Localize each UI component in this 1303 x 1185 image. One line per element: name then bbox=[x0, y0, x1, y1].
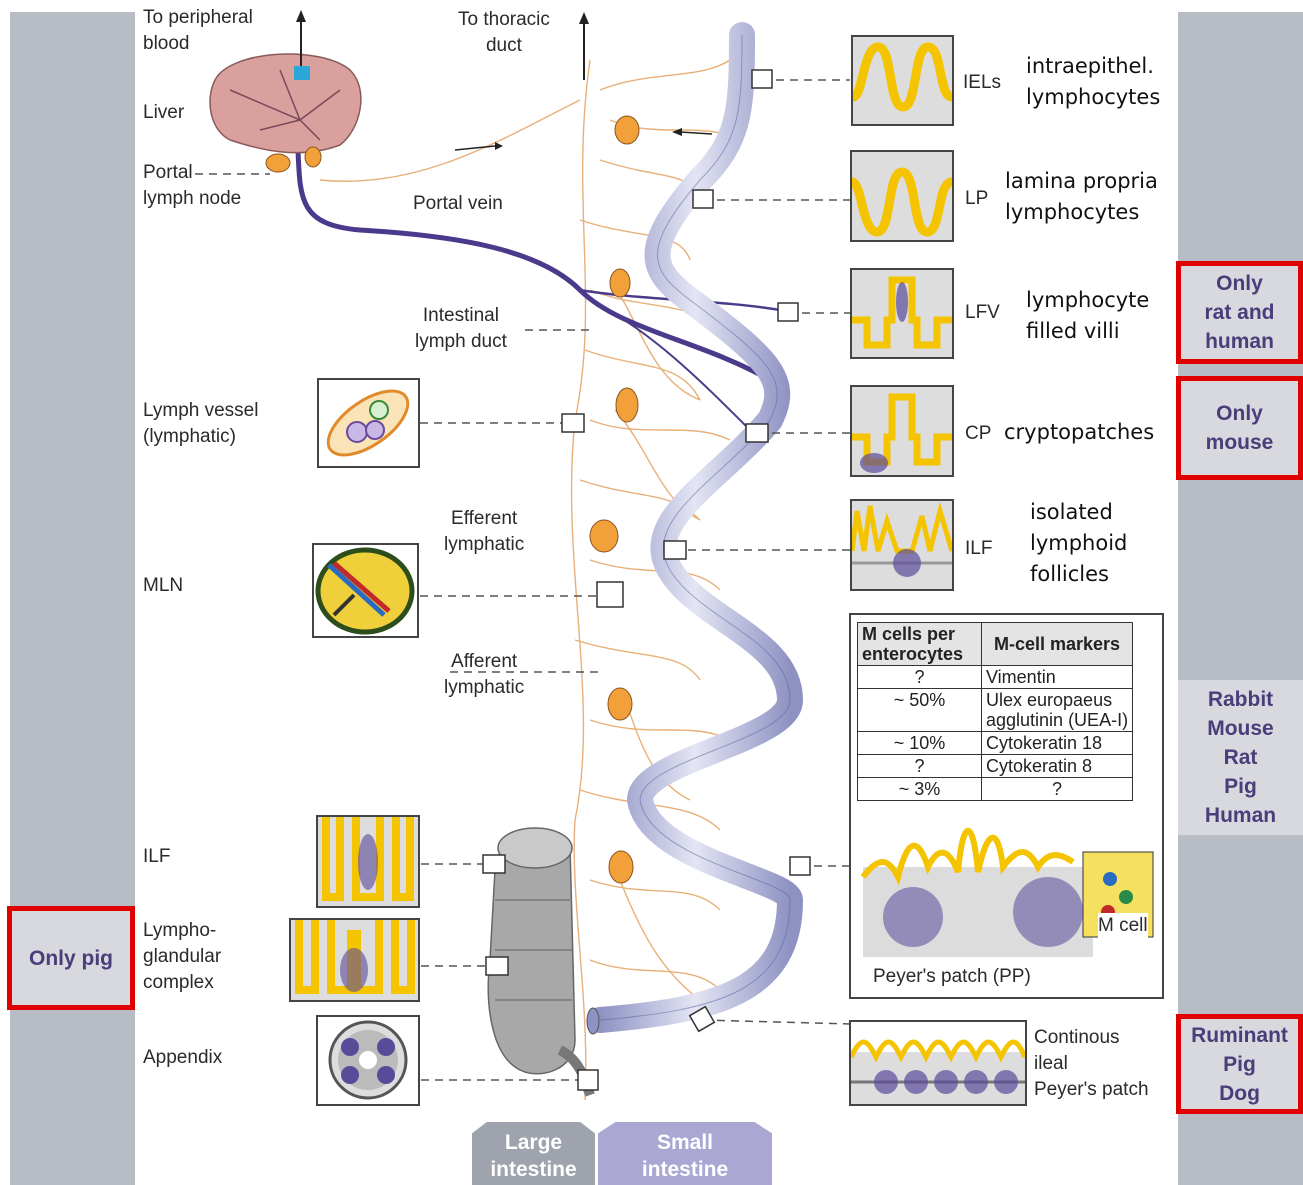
table-cell: ~ 50% bbox=[858, 689, 982, 732]
liver-label: Liver bbox=[143, 100, 184, 126]
large-intestine-tab: Large intestine bbox=[472, 1122, 595, 1185]
lfv-panel bbox=[850, 268, 954, 359]
mcell-header-markers: M-cell markers bbox=[982, 623, 1133, 666]
ilf-abbr: ILF bbox=[965, 536, 992, 562]
mcell-table: M cells per enterocytes M-cell markers ?… bbox=[857, 622, 1133, 801]
ilf-left-label: ILF bbox=[143, 844, 170, 870]
species-note-cp: Only mouse bbox=[1176, 376, 1303, 480]
cp-abbr: CP bbox=[965, 421, 991, 447]
afferent-lymphatic-label: Afferent lymphatic bbox=[444, 649, 524, 701]
species-note-continuous: Ruminant Pig Dog bbox=[1176, 1014, 1303, 1114]
appendix-label: Appendix bbox=[143, 1045, 222, 1071]
table-cell: ? bbox=[982, 778, 1133, 801]
table-cell: Ulex europaeus agglutinin (UEA-I) bbox=[982, 689, 1133, 732]
cp-annotation: cryptopatches bbox=[1004, 417, 1154, 448]
lp-panel bbox=[850, 150, 954, 242]
ilf-annotation: isolated lymphoid follicles bbox=[1030, 497, 1127, 590]
mln-label: MLN bbox=[143, 573, 183, 599]
to-thoracic-duct-label: To thoracic duct bbox=[458, 7, 550, 59]
iels-abbr: IELs bbox=[963, 70, 1001, 96]
lymphoglandular-panel bbox=[289, 918, 420, 1002]
species-note-lfv: Only rat and human bbox=[1176, 261, 1303, 364]
portal-lymph-node-label: Portal lymph node bbox=[143, 160, 241, 212]
lymph-vessel-panel bbox=[317, 378, 420, 468]
efferent-lymphatic-label: Efferent lymphatic bbox=[444, 506, 524, 558]
table-cell: ? bbox=[858, 755, 982, 778]
lp-abbr: LP bbox=[965, 186, 988, 212]
portal-vein-label: Portal vein bbox=[413, 191, 503, 217]
small-intestine-tab: Small intestine bbox=[598, 1122, 772, 1185]
lymphoglandular-complex-label: Lympho- glandular complex bbox=[143, 918, 221, 996]
table-cell: Vimentin bbox=[982, 666, 1133, 689]
continuous-pp-label: Continous ileal Peyer's patch bbox=[1034, 1025, 1149, 1103]
ilf-panel bbox=[850, 499, 954, 591]
table-cell: ~ 3% bbox=[858, 778, 982, 801]
table-row: ? Vimentin bbox=[858, 666, 1133, 689]
table-cell: ~ 10% bbox=[858, 732, 982, 755]
lfv-abbr: LFV bbox=[965, 300, 1000, 326]
table-row: ~ 50% Ulex europaeus agglutinin (UEA-I) bbox=[858, 689, 1133, 732]
intestinal-lymph-duct-label: Intestinal lymph duct bbox=[415, 303, 507, 355]
lymph-vessel-label: Lymph vessel (lymphatic) bbox=[143, 398, 258, 450]
lfv-annotation: lymphocyte filled villi bbox=[1026, 285, 1149, 347]
mcell-header-ratio: M cells per enterocytes bbox=[858, 623, 982, 666]
continuous-pp-panel bbox=[849, 1020, 1027, 1106]
m-cell-label: M cell bbox=[1098, 913, 1148, 939]
lymph-nodes bbox=[266, 116, 639, 883]
species-note-pp: Rabbit Mouse Rat Pig Human bbox=[1178, 680, 1303, 835]
iels-annotation: intraepithel. lymphocytes bbox=[1026, 51, 1160, 113]
to-peripheral-blood-label: To peripheral blood bbox=[143, 5, 253, 57]
table-row: ~ 10% Cytokeratin 18 bbox=[858, 732, 1133, 755]
peyers-patch-label: Peyer's patch (PP) bbox=[873, 964, 1031, 990]
table-row: ? Cytokeratin 8 bbox=[858, 755, 1133, 778]
ilf-left-panel bbox=[316, 815, 420, 908]
species-note-lymphoglandular: Only pig bbox=[7, 906, 135, 1010]
lp-annotation: lamina propria lymphocytes bbox=[1005, 166, 1158, 228]
table-cell: Cytokeratin 18 bbox=[982, 732, 1133, 755]
mln-panel bbox=[312, 543, 419, 638]
table-cell: Cytokeratin 8 bbox=[982, 755, 1133, 778]
table-cell: ? bbox=[858, 666, 982, 689]
iel-panel bbox=[851, 35, 954, 126]
cp-panel bbox=[850, 385, 954, 477]
table-row: ~ 3% ? bbox=[858, 778, 1133, 801]
appendix-panel bbox=[316, 1015, 420, 1106]
